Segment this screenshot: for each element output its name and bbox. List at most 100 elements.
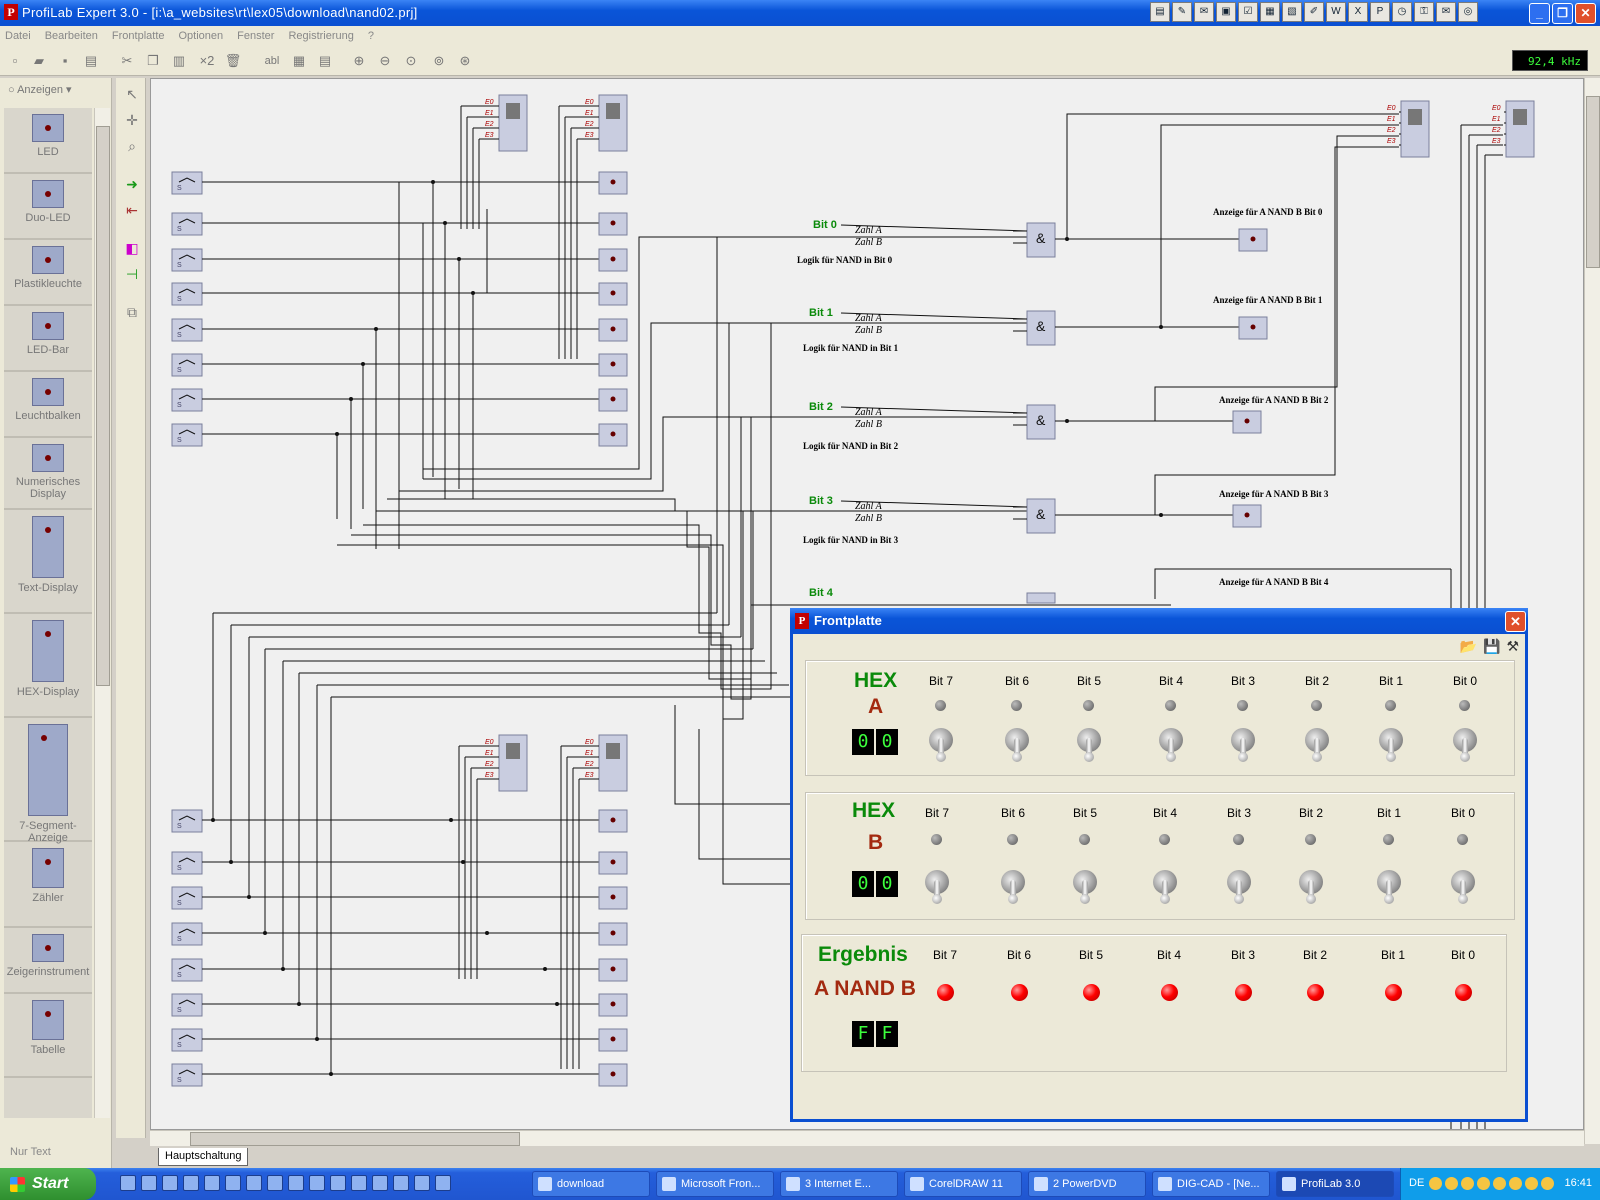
palette-item-led-bar[interactable]: LED-Bar	[4, 306, 92, 372]
task-dig-cad[interactable]: DIG-CAD - [Ne...	[1152, 1171, 1270, 1197]
restore-button[interactable]: ❐	[1552, 3, 1573, 24]
palette-item-duo-led[interactable]: Duo-LED	[4, 174, 92, 240]
hex-b-switch[interactable]	[1001, 866, 1025, 904]
close-button[interactable]: ✕	[1575, 3, 1596, 24]
key-icon[interactable]: ⚿	[1414, 2, 1434, 22]
pointer-icon[interactable]: ↖	[126, 86, 138, 102]
app-shortcut-icon[interactable]: ▤	[1150, 2, 1170, 22]
duplicate-button[interactable]: ×2	[199, 53, 215, 68]
app-shortcut-icon[interactable]: ▧	[1282, 2, 1302, 22]
window-switch-icon[interactable]: ⧉	[127, 304, 137, 320]
hex-a-switch[interactable]	[1231, 724, 1255, 762]
minimize-button[interactable]: _	[1529, 3, 1550, 24]
hex-a-switch[interactable]	[1005, 724, 1029, 762]
paste-icon[interactable]: ▥	[172, 53, 186, 68]
menu-frontplatte[interactable]: Frontplatte	[111, 30, 165, 42]
quick-launch-icon[interactable]	[372, 1175, 388, 1191]
tools-icon[interactable]: ⚒	[1506, 638, 1519, 654]
language-indicator[interactable]: DE	[1409, 1177, 1425, 1189]
quick-launch-icon[interactable]	[267, 1175, 283, 1191]
hex-b-switch[interactable]	[1227, 866, 1251, 904]
task-profilab[interactable]: ProfiLab 3.0	[1276, 1171, 1394, 1197]
clock-icon[interactable]: ◷	[1392, 2, 1412, 22]
tray-icon[interactable]	[1429, 1177, 1442, 1190]
grid-icon[interactable]: ▦	[292, 53, 306, 68]
palette-item-numeric-display[interactable]: Numerisches Display	[4, 438, 92, 510]
copy-icon[interactable]: ❐	[147, 53, 159, 68]
zoom-page-icon[interactable]: ⊚	[433, 53, 445, 68]
word-icon[interactable]: W	[1326, 2, 1346, 22]
quick-launch-icon[interactable]	[309, 1175, 325, 1191]
list-icon[interactable]: ▤	[318, 53, 332, 68]
quick-launch-icon[interactable]	[141, 1175, 157, 1191]
quick-launch-icon[interactable]	[204, 1175, 220, 1191]
quick-launch-icon[interactable]	[162, 1175, 178, 1191]
app-shortcut-icon[interactable]: ▣	[1216, 2, 1236, 22]
tray-icon[interactable]	[1509, 1177, 1522, 1190]
cut-icon[interactable]: ✂	[121, 53, 133, 68]
stop-arrow-icon[interactable]: ⇤	[126, 202, 138, 218]
save-icon[interactable]: ▪	[62, 53, 68, 68]
menu-registrierung[interactable]: Registrierung	[288, 30, 354, 42]
quick-launch-icon[interactable]	[393, 1175, 409, 1191]
quick-launch-icon[interactable]	[120, 1175, 136, 1191]
hex-b-switch[interactable]	[1153, 866, 1177, 904]
powerpoint-icon[interactable]: P	[1370, 2, 1390, 22]
hex-b-switch[interactable]	[925, 866, 949, 904]
app-shortcut-icon[interactable]: ✐	[1304, 2, 1324, 22]
canvas-horizontal-scrollbar[interactable]	[150, 1130, 1584, 1146]
palette-item-hex-display[interactable]: HEX-Display	[4, 614, 92, 718]
app-shortcut-icon[interactable]: ☑	[1238, 2, 1258, 22]
run-arrow-icon[interactable]: ➜	[126, 176, 138, 192]
menu-optionen[interactable]: Optionen	[178, 30, 224, 42]
palette-item-text-display[interactable]: Text-Display	[4, 510, 92, 614]
task-powerdvd[interactable]: 2 PowerDVD	[1028, 1171, 1146, 1197]
hex-a-switch[interactable]	[1077, 724, 1101, 762]
palette-item-plastikleuchte[interactable]: Plastikleuchte	[4, 240, 92, 306]
hex-a-switch[interactable]	[1453, 724, 1477, 762]
hex-a-switch[interactable]	[1305, 724, 1329, 762]
hex-b-switch[interactable]	[1377, 866, 1401, 904]
hex-b-switch[interactable]	[1073, 866, 1097, 904]
sheet-tab-hauptschaltung[interactable]: Hauptschaltung	[158, 1148, 249, 1166]
nur-text-toggle[interactable]: Nur Text	[10, 1146, 51, 1158]
quick-launch-icon[interactable]	[246, 1175, 262, 1191]
tray-icon[interactable]	[1493, 1177, 1506, 1190]
task-coreldraw[interactable]: CorelDRAW 11	[904, 1171, 1022, 1197]
start-button[interactable]: Start	[0, 1168, 96, 1200]
app-shortcut-icon[interactable]: ▦	[1260, 2, 1280, 22]
quick-launch-icon[interactable]	[414, 1175, 430, 1191]
hex-a-switch[interactable]	[1379, 724, 1403, 762]
app-shortcut-icon[interactable]: ✎	[1172, 2, 1192, 22]
quick-launch-icon[interactable]	[225, 1175, 241, 1191]
hex-a-switch[interactable]	[1159, 724, 1183, 762]
menu-fenster[interactable]: Fenster	[237, 30, 275, 42]
palette-item-leuchtbalken[interactable]: Leuchtbalken	[4, 372, 92, 438]
palette-item-table[interactable]: Tabelle	[4, 994, 92, 1078]
menu-datei[interactable]: Datei	[5, 30, 31, 42]
zoom-in-icon[interactable]: ⊕	[353, 53, 365, 68]
crosshair-icon[interactable]: ✛	[126, 112, 138, 128]
excel-icon[interactable]: X	[1348, 2, 1368, 22]
quick-launch-icon[interactable]	[330, 1175, 346, 1191]
save-icon[interactable]: 💾	[1483, 638, 1501, 654]
tray-icon[interactable]	[1525, 1177, 1538, 1190]
canvas-hscroll-thumb[interactable]	[190, 1132, 520, 1146]
open-folder-icon[interactable]: 📂	[1459, 638, 1477, 654]
menu-help[interactable]: ?	[367, 30, 374, 42]
io-icon[interactable]: ◧	[125, 240, 139, 256]
palette-scroll-thumb[interactable]	[96, 126, 110, 686]
zoom-fit-icon[interactable]: ⊙	[405, 53, 417, 68]
print-icon[interactable]: ▤	[84, 53, 98, 68]
hex-b-switch[interactable]	[1451, 866, 1475, 904]
palette-item-7-segment[interactable]: 7-Segment-Anzeige	[4, 718, 92, 844]
palette-item-led[interactable]: LED	[4, 108, 92, 174]
palette-category-select[interactable]: ○ Anzeigen ▾	[8, 84, 72, 96]
task-microsoft-frontpage[interactable]: Microsoft Fron...	[656, 1171, 774, 1197]
app-shortcut-icon[interactable]: ◎	[1458, 2, 1478, 22]
app-shortcut-icon[interactable]: ✉	[1436, 2, 1456, 22]
task-download[interactable]: download	[532, 1171, 650, 1197]
zoom-all-icon[interactable]: ⊛	[459, 53, 471, 68]
quick-launch-icon[interactable]	[288, 1175, 304, 1191]
tray-icon[interactable]	[1445, 1177, 1458, 1190]
